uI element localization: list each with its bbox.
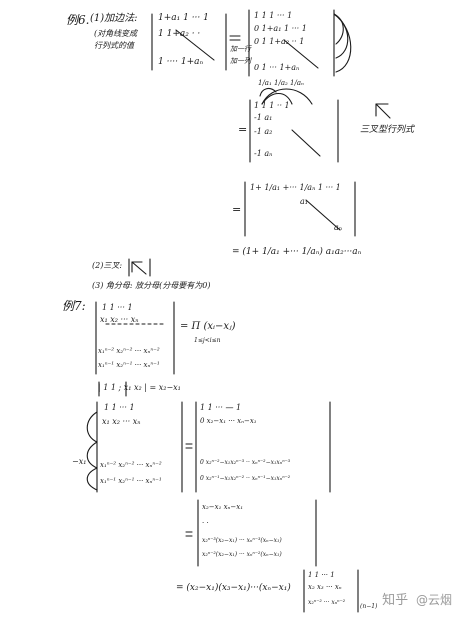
ex7-mult-note: −x₁ (72, 457, 87, 466)
matrix-f-row: 0 x₂ⁿ⁻²−x₁x₂ⁿ⁻³ ·· xₙⁿ⁻²−x₁xₙⁿ⁻³ (200, 459, 291, 466)
ex6-arrow-note: 1/a₁ 1/a₂ 1/aₙ (258, 79, 304, 87)
matrix-a-row: 1+a₁ 1 ··· 1 (158, 13, 209, 23)
ex7-small-det: | 1 1 ; x₁ x₂ | = x₂−x₁ (98, 383, 181, 392)
vand-row: x₁ⁿ⁻² x₂ⁿ⁻² ··· xₙⁿ⁻² (98, 347, 160, 355)
matrix-a-row: 1 1+a₂ · · (158, 29, 201, 39)
matrix-b-row: 1 1 1 ··· 1 (254, 11, 293, 20)
matrix-c-row: -1 a₂ (254, 127, 273, 136)
matrix-h-row: 1 1 ··· 1 (308, 571, 335, 579)
matrix-a-row: 1 ···· 1+aₙ (158, 57, 204, 67)
matrix-f-row: 0 x₂ⁿ⁻¹−x₁x₂ⁿ⁻² ·· xₙⁿ⁻¹−x₁xₙⁿ⁻² (200, 475, 291, 482)
matrix-g-row: x₂ⁿ⁻²(x₂−x₁) ··· xₙⁿ⁻²(xₙ−x₁) (202, 551, 282, 558)
matrix-b-note2: 加一列 (230, 57, 251, 65)
matrix-d-row: aₙ (334, 223, 343, 232)
matrix-c-row: -1 aₙ (254, 149, 273, 158)
vand-row: x₁ⁿ⁻¹ x₂ⁿ⁻¹ ··· xₙⁿ⁻¹ (98, 361, 160, 369)
ex7-final-lhs: = (x₂−x₁)(x₃−x₁)···(xₙ−x₁) (176, 583, 291, 593)
matrix-h-size: (n−1) (360, 603, 378, 610)
matrix-c-row: -1 a₁ (254, 113, 273, 122)
matrix-e-row: x₁ⁿ⁻² x₂ⁿ⁻² ··· xₙⁿ⁻² (100, 461, 162, 469)
ex6-method1: (1)加边法: (90, 13, 138, 24)
matrix-d-row: a₁ (300, 197, 308, 206)
three-fork-label: 三叉型行列式 (360, 125, 415, 135)
ex6-equals-1: = (238, 123, 248, 136)
vand-row: 1 1 ··· 1 (102, 303, 133, 312)
matrix-f-row: 1 1 ··· — 1 (200, 403, 242, 412)
matrix-g-row: x₂−x₁ xₙ−x₁ (202, 503, 244, 511)
vand-row: x₁ x₂ ··· xₙ (100, 315, 139, 324)
matrix-c-row: 1 1 1 ·· 1 (254, 101, 290, 110)
ex6-equals-2: = (232, 203, 242, 216)
matrix-f-row: 0 x₂−x₁ ··· xₙ−x₁ (200, 417, 257, 425)
matrix-e-row: x₁ⁿ⁻¹ x₂ⁿ⁻¹ ··· xₙⁿ⁻¹ (100, 477, 162, 485)
zhihu-logo: 知乎 (382, 593, 409, 608)
matrix-g-row: x₂ⁿ⁻³(x₂−x₁) ··· xₙⁿ⁻³(xₙ−x₁) (202, 537, 282, 544)
matrix-e-row: 1 1 ··· 1 (104, 403, 135, 412)
matrix-g-row: · · (202, 519, 209, 527)
ex6-method2: (2)三叉: (92, 261, 123, 270)
ex6-method1-desc1: (对角线变成 (94, 29, 138, 38)
ex6-method3: (3) 角分母: 放分母(分母要有为0) (92, 281, 211, 290)
ex6-result: = (1+ 1/a₁ +··· 1/aₙ) a₁a₂···aₙ (232, 247, 362, 257)
matrix-e-row: x₁ x₂ ··· xₙ (102, 417, 141, 426)
ex7-product-sub: 1≤j<i≤n (194, 337, 221, 344)
ex7-product: = Π (xᵢ−xⱼ) (180, 321, 236, 332)
ex6-method1-desc2: 行列式的值 (94, 41, 134, 50)
matrix-b-note1: 加一行 (230, 45, 251, 53)
matrix-b-row: 0 1+a₁ 1 ··· 1 (254, 24, 307, 33)
matrix-b-row: 0 1 1+a₂ ·· 1 (254, 37, 305, 46)
matrix-h-row: x₂ⁿ⁻² ··· xₙⁿ⁻² (308, 599, 346, 606)
ex6-label: 例6. (66, 13, 90, 27)
ex7-label: 例7: (62, 299, 86, 313)
matrix-h-row: x₂ x₃ ··· xₙ (308, 583, 342, 591)
watermark: 知乎 @云烟 (382, 589, 452, 608)
watermark-author: @云烟 (415, 593, 452, 607)
matrix-b-row: 0 1 ··· 1+aₙ (254, 63, 300, 72)
matrix-d-row: 1+ 1/a₁ +··· 1/aₙ 1 ··· 1 (250, 183, 341, 192)
